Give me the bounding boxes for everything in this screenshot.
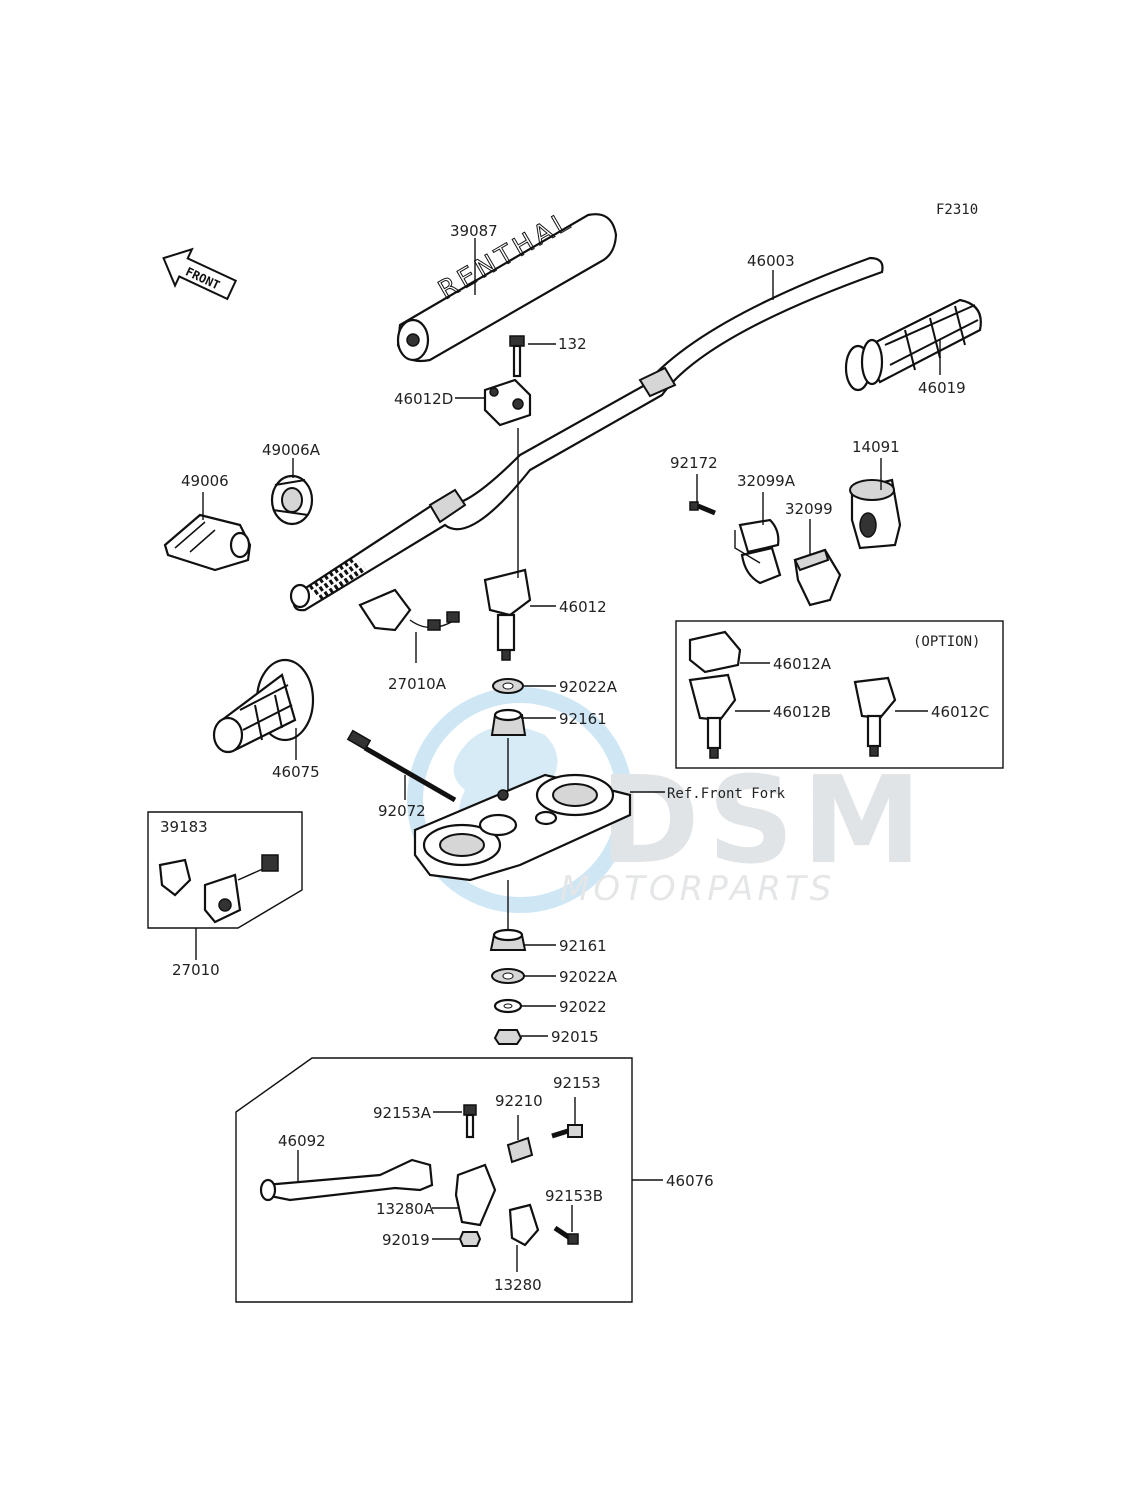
label-92210: 92210 (495, 1092, 543, 1110)
label-92161-bottom: 92161 (559, 937, 607, 955)
label-46012A: 46012A (773, 655, 832, 673)
label-92153A: 92153A (373, 1104, 432, 1122)
label-46019: 46019 (918, 379, 966, 397)
damper-92161-bottom (489, 928, 527, 951)
watermark-subtitle: MOTORPARTS (560, 869, 835, 909)
label-92161-top: 92161 (559, 710, 607, 728)
nut-92015 (493, 1029, 523, 1045)
label-46075: 46075 (272, 763, 320, 781)
switch-27010 (203, 854, 279, 924)
label-49006A: 49006A (262, 441, 321, 459)
label-39183: 39183 (160, 818, 208, 836)
label-92153: 92153 (553, 1074, 601, 1092)
label-132: 132 (558, 335, 587, 353)
upper-triple-clamp (413, 773, 632, 882)
label-46012C: 46012C (931, 703, 989, 721)
spring-92210 (506, 1136, 534, 1164)
cable-tie-92072 (346, 729, 457, 803)
handlebar-46003 (289, 256, 884, 612)
label-92022A-top: 92022A (559, 678, 618, 696)
option-label: (OPTION) (913, 634, 980, 650)
grip-46075 (212, 658, 315, 754)
label-46076: 46076 (666, 1172, 714, 1190)
washer-92022-hole (503, 1003, 513, 1009)
label-46012: 46012 (559, 598, 607, 616)
lever-assembly-box (235, 1057, 633, 1303)
riser-46012B (688, 673, 737, 759)
label-49006: 49006 (181, 472, 229, 490)
label-92019: 92019 (382, 1231, 430, 1249)
holder-39183 (158, 858, 192, 897)
label-39087: 39087 (450, 222, 498, 240)
riser-46012 (483, 568, 532, 661)
diagram-code: F2310 (936, 202, 978, 218)
riser-46012C (853, 676, 897, 757)
part-14091 (849, 478, 902, 550)
switch-27010-box (147, 811, 303, 929)
ref-front-fork-label: Ref.Front Fork (667, 786, 786, 802)
label-46092: 46092 (278, 1132, 326, 1150)
label-32099A: 32099A (737, 472, 796, 490)
nut-92019 (458, 1231, 482, 1247)
part-49006 (163, 513, 252, 572)
option-box (675, 620, 1004, 769)
clamp-13280 (508, 1203, 540, 1247)
label-92072: 92072 (378, 802, 426, 820)
screw-92172 (689, 501, 716, 516)
bolt-92153B (553, 1225, 579, 1245)
watermark-logo: DSM (600, 752, 929, 891)
washer-92022A-bottom-hole (502, 972, 514, 980)
label-13280: 13280 (494, 1276, 542, 1294)
bolt-92153A (463, 1104, 477, 1139)
damper-92161-top (490, 708, 527, 736)
label-92153B: 92153B (545, 1187, 603, 1205)
clamp-46012D (483, 378, 532, 427)
label-13280A: 13280A (376, 1200, 435, 1218)
label-46012D: 46012D (394, 390, 453, 408)
bolt-92153 (551, 1124, 583, 1139)
part-labels: 39087 46003 132 46012D 46019 49006A 4900… (160, 222, 989, 1294)
label-27010: 27010 (172, 961, 220, 979)
part-32099 (793, 548, 842, 607)
label-14091: 14091 (852, 438, 900, 456)
switch-27010A (358, 588, 460, 632)
label-27010A: 27010A (388, 675, 447, 693)
part-32099A (738, 518, 782, 585)
lever-46092 (259, 1158, 434, 1202)
throttle-grip-46019 (844, 298, 982, 392)
label-92022A-bottom: 92022A (559, 968, 618, 986)
clamp-46012A (688, 630, 742, 674)
label-46012B: 46012B (773, 703, 831, 721)
label-92015: 92015 (551, 1028, 599, 1046)
part-49006A (270, 474, 314, 526)
leader-lines (195, 238, 941, 1272)
washer-92022A-top-hole (502, 682, 514, 690)
label-46003: 46003 (747, 252, 795, 270)
front-arrow-icon: FRONT (162, 247, 238, 301)
label-32099: 32099 (785, 500, 833, 518)
holder-13280A (454, 1163, 497, 1227)
label-92022: 92022 (559, 998, 607, 1016)
bolt-132 (509, 335, 525, 378)
label-92172: 92172 (670, 454, 718, 472)
